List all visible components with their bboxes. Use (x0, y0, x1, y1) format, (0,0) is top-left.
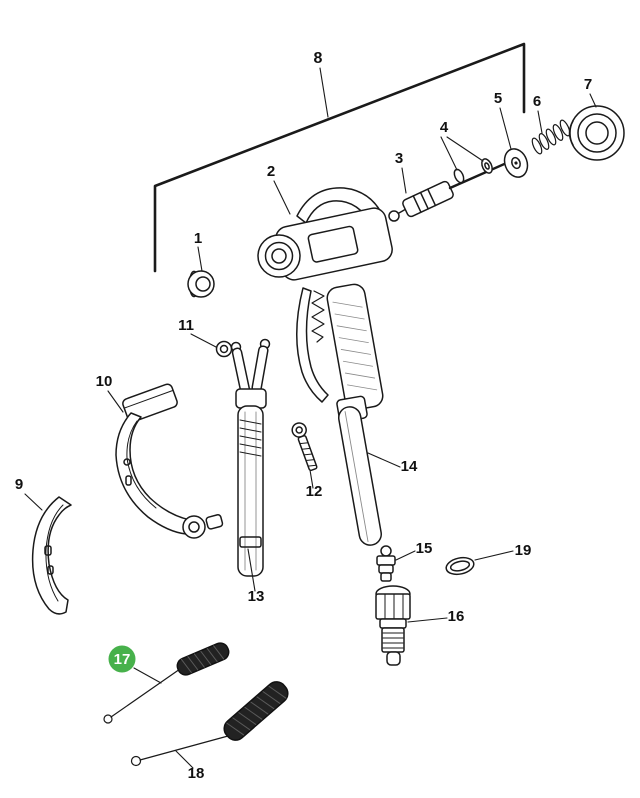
part-callout-19[interactable]: 19 (515, 542, 532, 559)
part-4-drawing (453, 158, 493, 184)
part-11-drawing (215, 340, 233, 358)
part-callout-10[interactable]: 10 (96, 373, 113, 390)
part-callout-2[interactable]: 2 (267, 163, 275, 180)
part-callout-18[interactable]: 18 (188, 765, 205, 782)
leader-lines (24, 67, 597, 769)
part-callout-5[interactable]: 5 (494, 90, 502, 107)
part-10-drawing (115, 383, 224, 539)
part-callout-3[interactable]: 3 (395, 150, 403, 167)
part-19-drawing (445, 556, 475, 576)
part-callout-6[interactable]: 6 (533, 93, 541, 110)
part-callout-11[interactable]: 11 (178, 317, 194, 334)
part-callout-16[interactable]: 16 (448, 608, 465, 625)
part-14-drawing (338, 406, 382, 546)
part-callout-4[interactable]: 4 (440, 119, 449, 136)
callouts: 1 2 3 4 5 6 7 8 9 10 11 12 13 14 15 16 1… (15, 50, 592, 782)
part-callout-15[interactable]: 15 (416, 540, 433, 557)
part-callout-12[interactable]: 12 (306, 483, 323, 500)
group-8-bracket (153, 42, 526, 273)
part-callout-7[interactable]: 7 (584, 76, 592, 93)
part-16-drawing (375, 585, 411, 666)
part-9-drawing (31, 496, 72, 615)
part-7-drawing (568, 105, 625, 161)
part-17-drawing (103, 642, 230, 724)
part-18-drawing (130, 681, 289, 767)
part-5-drawing (503, 148, 529, 178)
part-12-drawing (291, 422, 318, 472)
part-6-drawing (531, 119, 571, 155)
part-callout-14[interactable]: 14 (401, 458, 418, 475)
part-callout-13[interactable]: 13 (248, 588, 265, 605)
part-3-drawing (388, 159, 513, 222)
highlight-circle (108, 645, 136, 673)
part-callout-17-highlighted[interactable]: 17 (108, 645, 136, 673)
part-callout-1[interactable]: 1 (194, 230, 202, 247)
part-1-drawing (187, 270, 215, 298)
part-callout-8[interactable]: 8 (314, 50, 323, 67)
part-callout-17: 17 (114, 651, 131, 668)
part-13-drawing (230, 338, 271, 577)
part-15-drawing (376, 545, 396, 582)
part-callout-9[interactable]: 9 (15, 476, 23, 493)
part-2-gun-body-drawing (257, 187, 393, 423)
